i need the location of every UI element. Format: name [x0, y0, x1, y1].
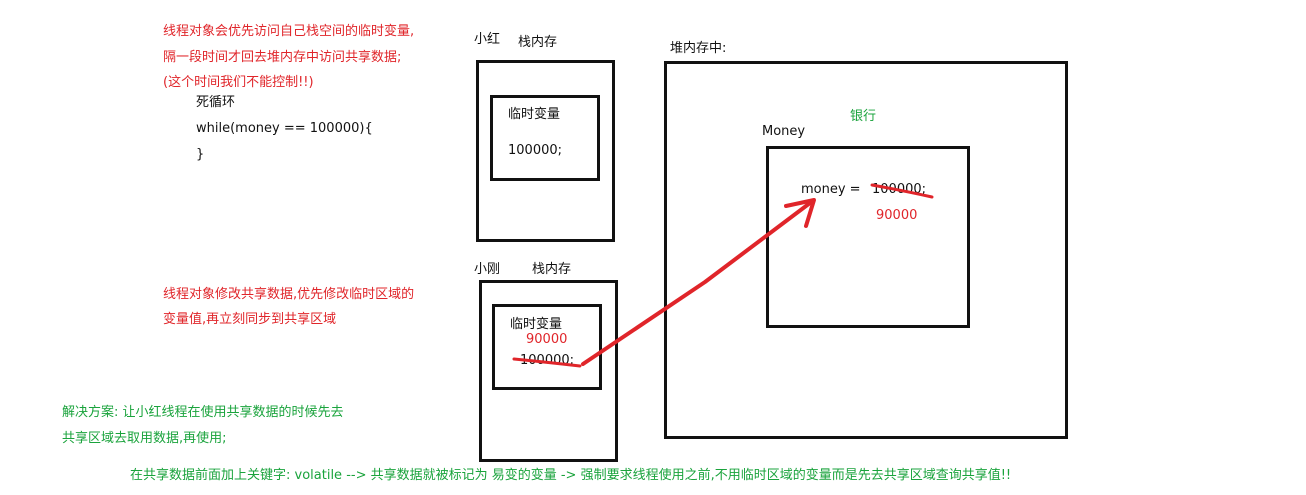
code-close-brace: }: [196, 147, 205, 162]
xiaohong-temp-label: 临时变量: [508, 107, 561, 122]
solution-note-1: 解决方案: 让小红线程在使用共享数据的时候先去: [62, 405, 344, 420]
xiaogang-stack-label: 栈内存: [532, 262, 572, 277]
bank-label: 银行: [850, 109, 877, 124]
xiaogang-temp-box: [492, 304, 602, 390]
xiaohong-stack-box: [476, 60, 615, 242]
note-thread-reads-local-3: (这个时间我们不能控制!!): [163, 75, 314, 90]
note-thread-reads-local-2: 隔一段时间才回去堆内存中访问共享数据;: [163, 50, 402, 65]
solution-note-2: 共享区域去取用数据,再使用;: [62, 431, 227, 446]
heap-strike-line: [870, 183, 934, 199]
sync-arrow-line: [581, 201, 812, 366]
note-thread-modifies-1: 线程对象修改共享数据,优先修改临时区域的: [163, 287, 415, 302]
xiaohong-temp-box: [490, 95, 600, 181]
xiaohong-name: 小红: [474, 32, 501, 47]
heap-box: [664, 61, 1068, 439]
heap-label: 堆内存中:: [670, 41, 727, 56]
volatile-note: 在共享数据前面加上关键字: volatile --> 共享数据就被标记为 易变的…: [130, 468, 1012, 483]
xiaogang-temp-label: 临时变量: [510, 317, 563, 332]
code-comment-infinite-loop: 死循环: [196, 95, 236, 110]
xiaohong-temp-value: 100000;: [508, 143, 563, 158]
xiaogang-strike-line: [512, 357, 582, 368]
note-thread-modifies-2: 变量值,再立刻同步到共享区域: [163, 312, 337, 327]
xiaogang-stack-box: [479, 280, 618, 462]
xiaogang-name: 小刚: [474, 262, 501, 277]
sync-arrow-head-icon: [784, 198, 816, 228]
xiaohong-stack-label: 栈内存: [518, 35, 558, 50]
note-thread-reads-local-1: 线程对象会优先访问自己栈空间的临时变量,: [163, 24, 415, 39]
money-object-label: Money: [762, 124, 806, 139]
code-while-line: while(money == 100000){: [196, 121, 373, 136]
money-text: money =: [801, 182, 861, 197]
xiaogang-new-value: 90000: [526, 332, 568, 347]
money-new-value: 90000: [876, 208, 918, 223]
